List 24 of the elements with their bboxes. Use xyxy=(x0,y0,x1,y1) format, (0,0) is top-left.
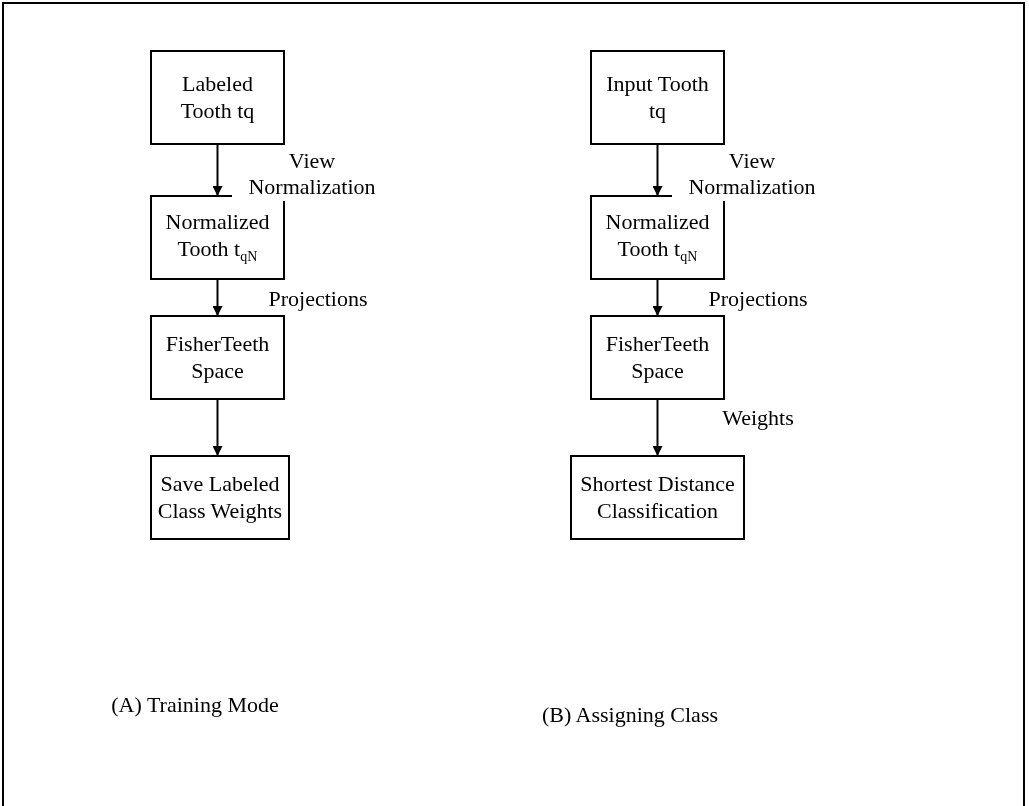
process-box xyxy=(570,455,745,540)
process-box xyxy=(150,195,285,280)
box-text: Shortest Distance Classification xyxy=(579,471,736,524)
process-box xyxy=(150,455,290,540)
arrow xyxy=(652,144,663,196)
caption: (A) Training Mode xyxy=(110,692,280,719)
box-text: Save Labeled Class Weights xyxy=(156,471,284,524)
process-box xyxy=(150,50,285,145)
process-box xyxy=(590,50,725,145)
box-text: Input Tooth tq xyxy=(605,71,710,124)
box-text: FisherTeeth Space xyxy=(164,331,271,384)
arrow xyxy=(212,399,223,456)
caption: (B) Assigning Class xyxy=(541,702,719,729)
process-box xyxy=(590,195,725,280)
box-text: Normalized Tooth t$_{qN}$ xyxy=(604,209,711,266)
box-text: Labeled Tooth tq xyxy=(179,71,256,124)
arrow xyxy=(212,279,223,316)
box-text: FisherTeeth Space xyxy=(604,331,711,384)
arrow xyxy=(212,144,223,196)
box-text: Normalized Tooth t$_{qN}$ xyxy=(164,209,271,266)
arrow xyxy=(652,279,663,316)
arrow xyxy=(652,399,663,456)
process-box xyxy=(150,315,285,400)
process-box xyxy=(590,315,725,400)
